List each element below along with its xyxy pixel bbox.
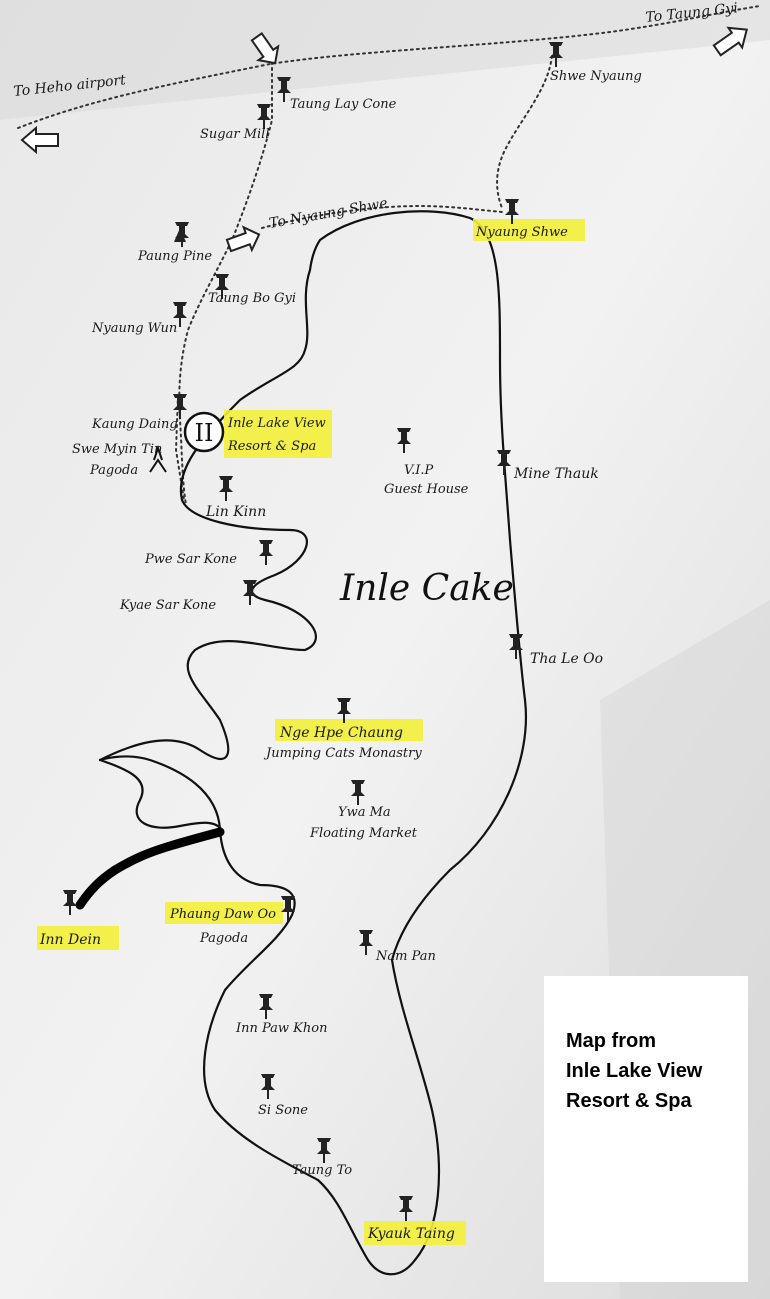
arrow-heho-icon [20, 125, 59, 155]
route-to-nyaung-shwe [261, 204, 503, 229]
label-nge-hpe-chaung: Nge Hpe Chaung [279, 725, 403, 741]
caption-box: Map from Inle Lake View Resort & Spa [544, 976, 748, 1282]
west-inlet [98, 758, 224, 832]
pagoda-icon [149, 444, 167, 473]
label-sugar-mill: Sugar Mill [200, 127, 269, 142]
label-tha-le-oo: Tha Le Oo [530, 651, 603, 667]
label-pwe-sar-kone: Pwe Sar Kone [144, 552, 237, 567]
label-nyaung-shwe: Nyaung Shwe [475, 225, 568, 240]
label-paung-pine: Paung Pine [137, 249, 212, 264]
route-shwe-nyaung [496, 55, 553, 209]
arrow-nyaung-shwe-icon [225, 225, 261, 253]
label-jumping-cats: Jumping Cats Monastry [263, 746, 422, 761]
caption-line-1: Map from [566, 1030, 656, 1052]
label-resort-line2: Resort & Spa [227, 439, 316, 454]
label-phaung-daw-pagoda: Pagoda [199, 931, 248, 946]
lake-name: Inle Cake [339, 568, 514, 609]
label-floating-market: Floating Market [309, 826, 418, 841]
highlight-resort [224, 410, 332, 458]
highlight-kyauk-taing [364, 1221, 466, 1245]
label-taung-to: Taung To [292, 1163, 352, 1178]
paper-crease [0, 0, 770, 120]
hotel-marker-label: II [195, 419, 214, 447]
label-si-sone: Si Sone [258, 1103, 308, 1118]
route-north-south [178, 61, 273, 506]
hotel-marker-icon [183, 411, 225, 453]
road-inn-dein [75, 827, 225, 910]
label-nyaung-wun: Nyaung Wun [91, 321, 177, 336]
label-shwe-nyaung: Shwe Nyaung [550, 69, 642, 84]
label-kyauk-taing: Kyauk Taing [367, 1226, 455, 1242]
label-lin-kinn: Lin Kinn [205, 504, 266, 520]
label-mine-thauk: Mine Thauk [513, 466, 599, 482]
arrow-taunggyi-icon [712, 26, 749, 57]
caption-text: Map from Inle Lake View Resort & Spa [566, 1026, 702, 1116]
highlight-nyaung-shwe [473, 219, 585, 241]
label-swe-myin-tin: Swe Myin Tin [72, 442, 162, 457]
arrow-north-icon [250, 32, 280, 65]
label-taung-lay-cone: Taung Lay Cone [290, 97, 397, 112]
caption-line-3: Resort & Spa [566, 1090, 692, 1112]
label-resort-line1: Inle Lake View [227, 416, 326, 431]
label-kyae-sar-kone: Kyae Sar Kone [119, 598, 216, 613]
highlight-nge-hpe-chaung [275, 719, 423, 741]
label-nam-pan: Nam Pan [375, 949, 436, 964]
label-taung-bo-gyi: Taung Bo Gyi [208, 291, 296, 306]
label-inn-paw-khon: Inn Paw Khon [235, 1021, 327, 1036]
route-heho [17, 5, 761, 129]
highlight-phaung-daw [165, 902, 283, 924]
caption-line-2: Inle Lake View [566, 1060, 703, 1082]
label-ywa-ma: Ywa Ma [338, 805, 391, 820]
label-kaung-daing: Kaung Daing [91, 417, 178, 432]
lake-shoreline [98, 210, 527, 1276]
label-vip: V.I.P [404, 463, 434, 478]
highlight-inn-dein [37, 926, 119, 950]
label-swe-myin-tin-pagoda: Pagoda [89, 463, 138, 478]
label-phaung-daw-oo: Phaung Daw Oo [169, 907, 276, 922]
label-inn-dein: Inn Dein [39, 932, 101, 948]
route-kaung-daing [174, 394, 185, 501]
label-guest-house: Guest House [384, 482, 469, 497]
